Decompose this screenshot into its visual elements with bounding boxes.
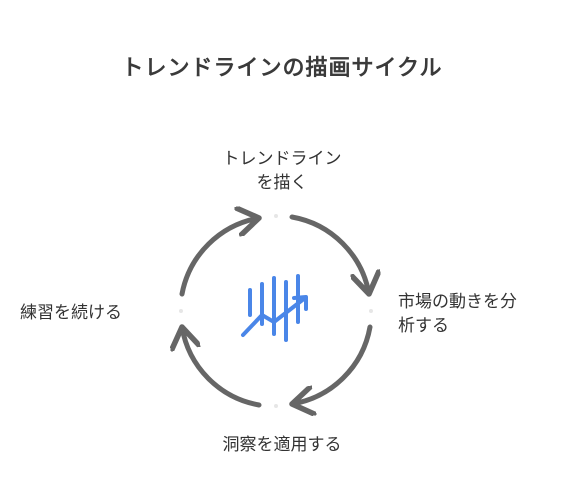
step-apply-insights: 洞察を適用する [182, 433, 382, 457]
cycle-arrow-right-to-bottom [292, 324, 373, 404]
node-dot-top [274, 214, 278, 218]
node-dot-bottom [274, 404, 278, 408]
step-draw-trendline: トレンドライン を描く [182, 147, 382, 195]
step-analyze-market: 市場の動きを分 析する [398, 290, 558, 338]
step-apply-insights-line1: 洞察を適用する [222, 435, 342, 455]
cycle-arrow-left-to-top [179, 218, 259, 297]
node-dot-left [179, 309, 183, 313]
step-analyze-market-line2: 析する [398, 316, 449, 336]
trend-chart-icon [241, 274, 308, 342]
node-dot-right [369, 309, 373, 313]
step-analyze-market-line1: 市場の動きを分 [398, 292, 517, 312]
step-draw-trendline-line2: を描く [256, 173, 308, 193]
step-draw-trendline-line1: トレンドライン [222, 149, 342, 169]
step-keep-practicing: 練習を続ける [20, 301, 170, 325]
cycle-arrow-top-to-right [289, 214, 369, 294]
cycle-arrow-bottom-to-left [182, 327, 262, 408]
step-keep-practicing-line1: 練習を続ける [20, 303, 122, 323]
diagram-title: トレンドラインの描画サイクル [121, 56, 443, 81]
